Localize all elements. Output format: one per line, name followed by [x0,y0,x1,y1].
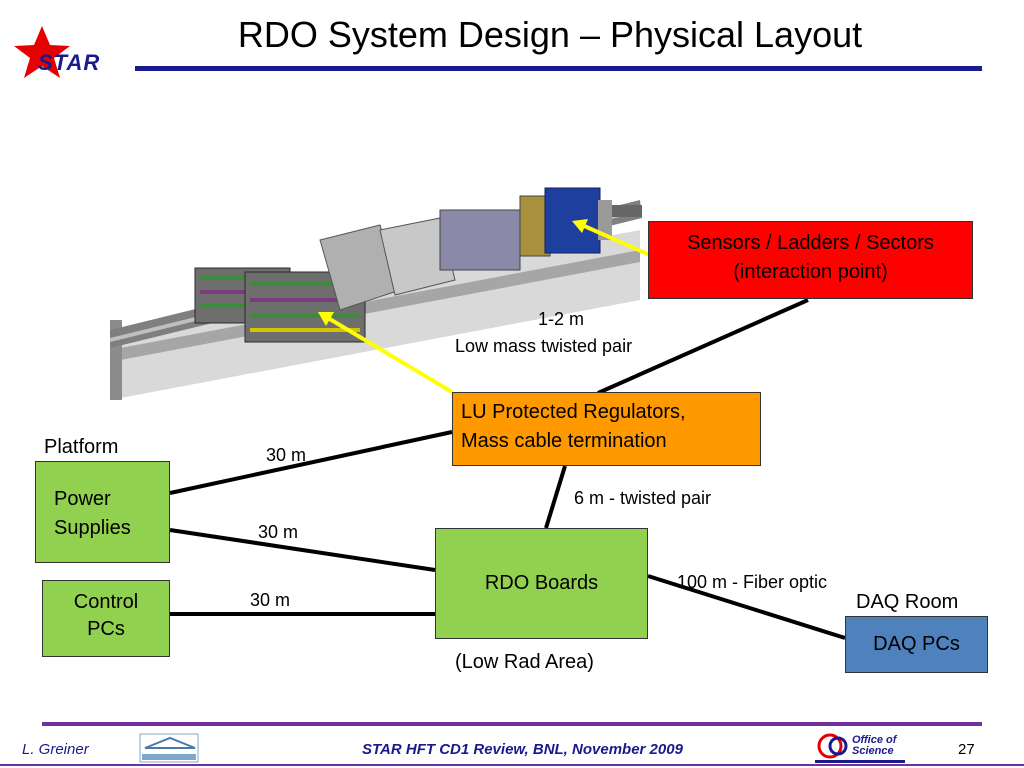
daq-room-label: DAQ Room [856,591,959,613]
power-label-line2: Supplies [54,517,131,539]
page-number: 27 [958,741,975,758]
link-rdo-daq [647,574,846,640]
footer-rule-bottom [0,764,1024,766]
lu-label-line2: Mass cable termination [461,430,667,452]
daq-pcs-box: DAQ PCs [845,616,988,673]
link-power-rdo [169,528,436,572]
low-rad-area-label: (Low Rad Area) [455,651,594,673]
link-rdo-daq-label: 100 m - Fiber optic [677,572,828,592]
power-label-line1: Power [54,488,111,510]
footer-event: STAR HFT CD1 Review, BNL, November 2009 [362,741,683,758]
office-of-science-text: Office of Science [852,735,896,757]
office-line2: Science [852,745,894,757]
footer-author: L. Greiner [22,741,89,758]
office-of-science-logo-icon [815,733,905,763]
link-top-type-label: Low mass twisted pair [455,336,633,356]
platform-label: Platform [44,436,119,458]
rdo-boards-box: RDO Boards [435,528,648,639]
daq-label: DAQ PCs [873,633,960,655]
link-sensors-lu [597,298,809,395]
header-rule [135,66,982,71]
detector-rendering [110,187,642,400]
control-pcs-box: Control PCs [42,580,170,657]
star-logo-icon [14,26,70,78]
lu-label-line1: LU Protected Regulators, [461,401,686,423]
rdo-label: RDO Boards [484,572,599,594]
lu-regulators-box: LU Protected Regulators, Mass cable term… [452,392,761,466]
link-power-lu [169,430,453,495]
pointer-arrow-sensors [572,219,653,258]
footer-rule-top [42,722,982,726]
link-control-rdo-label: 30 m [250,590,291,610]
sensors-label-line1: Sensors / Ladders / Sectors [687,232,934,254]
bnl-logo-icon [139,733,199,763]
sensors-label-line2: (interaction point) [733,261,888,283]
control-label-line2: PCs [87,618,125,640]
power-supplies-box: Power Supplies [35,461,170,563]
control-label-line1: Control [73,591,139,613]
office-line1: Office of [852,734,897,746]
link-lu-rdo [544,465,567,529]
slide-title: RDO System Design – Physical Layout [237,14,863,55]
link-lu-rdo-label: 6 m - twisted pair [574,488,712,508]
link-top-length-label: 1-2 m [538,309,585,329]
link-power-rdo-label: 30 m [258,522,299,542]
sensors-box: Sensors / Ladders / Sectors (interaction… [648,221,973,299]
link-power-lu-label: 30 m [266,445,307,465]
star-logo-text: STAR [38,50,101,75]
pointer-arrow-lu [318,312,454,394]
